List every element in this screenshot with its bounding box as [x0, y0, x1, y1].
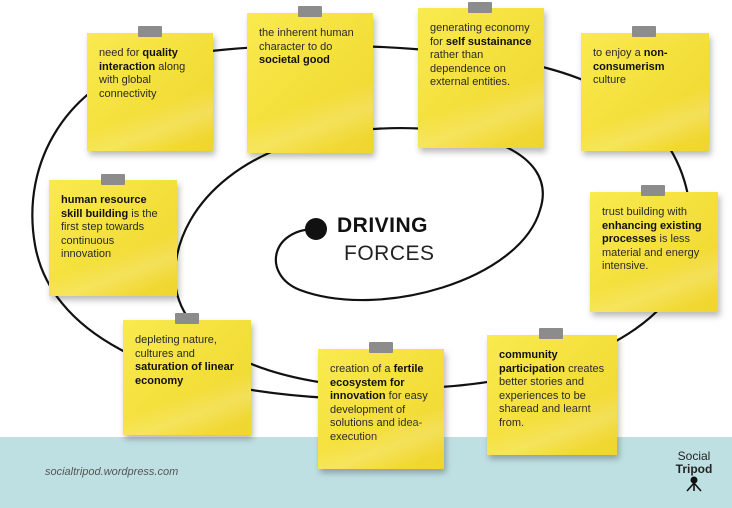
note-text: along with global connectivity	[99, 60, 186, 100]
center-title: DRIVING	[337, 214, 429, 237]
note-text: for easy development of solutions and id…	[330, 390, 428, 443]
center-dot	[305, 218, 327, 240]
tape	[138, 26, 162, 37]
note-highlight: human resource skill building	[61, 194, 147, 220]
sticky-note-non-consumerism: to enjoy a non-consumerism culture	[581, 33, 709, 151]
note-text: need for	[99, 47, 143, 59]
center-subtitle: FORCES	[344, 242, 435, 265]
note-text: the inherent human character to do	[259, 27, 354, 53]
tape	[369, 342, 393, 353]
tape	[298, 6, 322, 17]
sticky-note-fertile-ecosystem: creation of a fertile ecosystem for inno…	[318, 349, 444, 469]
tape	[101, 174, 125, 185]
sticky-note-quality-interaction: need for quality interaction along with …	[87, 33, 213, 151]
tape	[468, 2, 492, 13]
note-highlight: non-consumerism	[593, 47, 668, 73]
sticky-note-self-sustainance: generating economy for self sustainance …	[418, 8, 544, 148]
note-text: depleting nature, cultures and	[135, 334, 217, 360]
tape	[632, 26, 656, 37]
sticky-note-linear-economy: depleting nature, cultures and saturatio…	[123, 320, 251, 435]
tape	[539, 328, 563, 339]
note-text: to enjoy a	[593, 47, 644, 59]
tripod-icon	[686, 476, 702, 492]
tape	[641, 185, 665, 196]
sticky-note-skill-building: human resource skill building is the fir…	[49, 180, 177, 296]
sticky-note-existing-processes: trust building with enhancing existing p…	[590, 192, 718, 312]
note-text: creation of a	[330, 363, 394, 375]
note-text: creates better stories and experiences t…	[499, 362, 605, 429]
social-tripod-logo: Social Tripod	[664, 450, 724, 500]
note-text: generating economy for	[430, 22, 530, 48]
note-highlight: societal good	[259, 54, 330, 66]
note-highlight: enhancing existing processes	[602, 219, 702, 246]
footer-url: socialtripod.wordpress.com	[45, 466, 179, 478]
note-highlight: quality interaction	[99, 47, 178, 73]
note-highlight: fertile ecosystem for innovation	[330, 363, 424, 402]
note-highlight: self sustainance	[445, 35, 532, 48]
logo-text-bottom: Tripod	[675, 462, 713, 476]
note-highlight: community participation	[499, 349, 566, 375]
logo-text-top: Social	[677, 449, 711, 463]
note-text: is the first step towards continuous inn…	[61, 207, 158, 261]
note-text: culture	[593, 74, 627, 86]
note-text: trust building with	[602, 206, 687, 218]
tape	[175, 313, 199, 324]
note-text: rather than dependence on external entit…	[430, 49, 511, 88]
sticky-note-community-participation: community participation creates better s…	[487, 335, 617, 455]
note-text: is less material and energy intensive.	[602, 233, 700, 272]
sticky-note-societal-good: the inherent human character to do socie…	[247, 13, 373, 153]
note-highlight: saturation of linear economy	[135, 361, 235, 387]
